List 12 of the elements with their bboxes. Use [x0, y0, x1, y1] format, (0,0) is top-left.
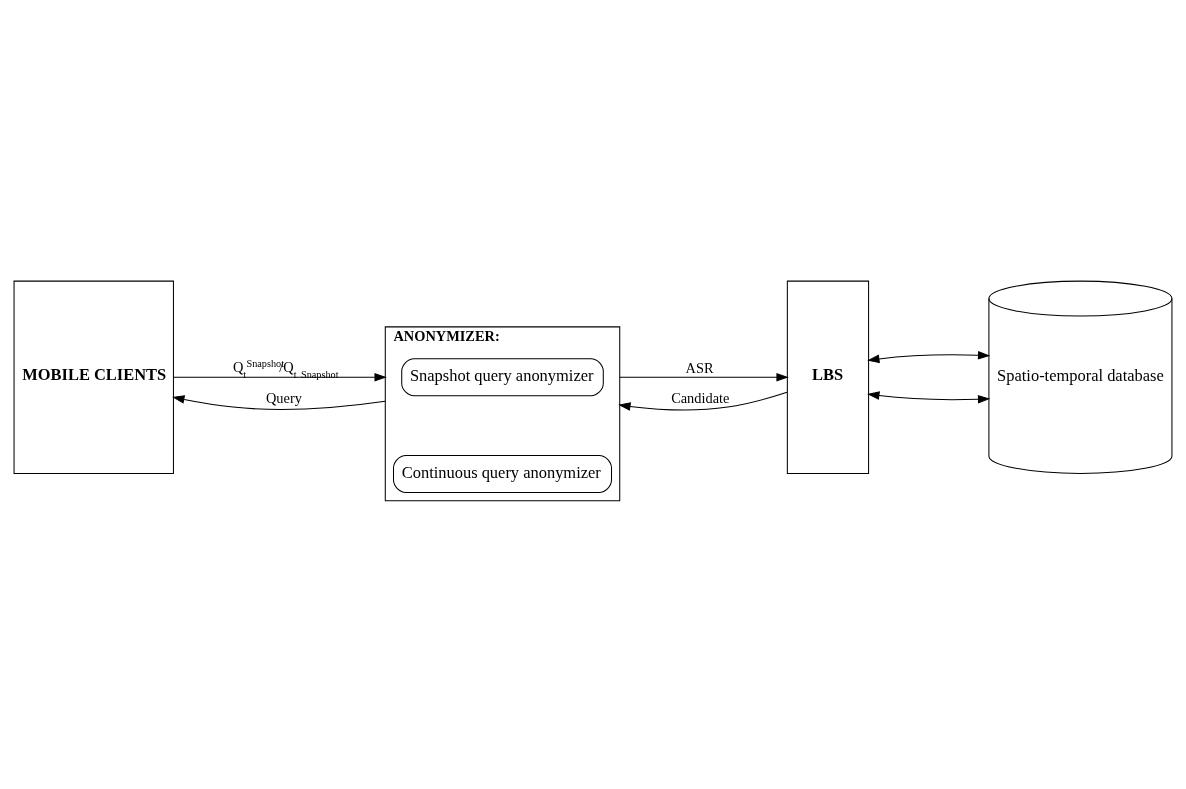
- arrow: [172, 394, 386, 410]
- edge-label: Candidate: [671, 389, 730, 406]
- node-box: Continuous query anonymizer: [393, 454, 613, 493]
- arrow: [867, 390, 991, 404]
- arrow: [867, 350, 991, 363]
- node-box: LBS: [786, 280, 870, 474]
- arrow: [618, 391, 788, 411]
- edge-label: ASR: [685, 359, 714, 376]
- node-box: Snapshot query anonymizer: [401, 357, 604, 396]
- edge-label: Query: [265, 389, 302, 406]
- arrow: [619, 372, 789, 382]
- node-box: MOBILE CLIENTS: [13, 280, 174, 474]
